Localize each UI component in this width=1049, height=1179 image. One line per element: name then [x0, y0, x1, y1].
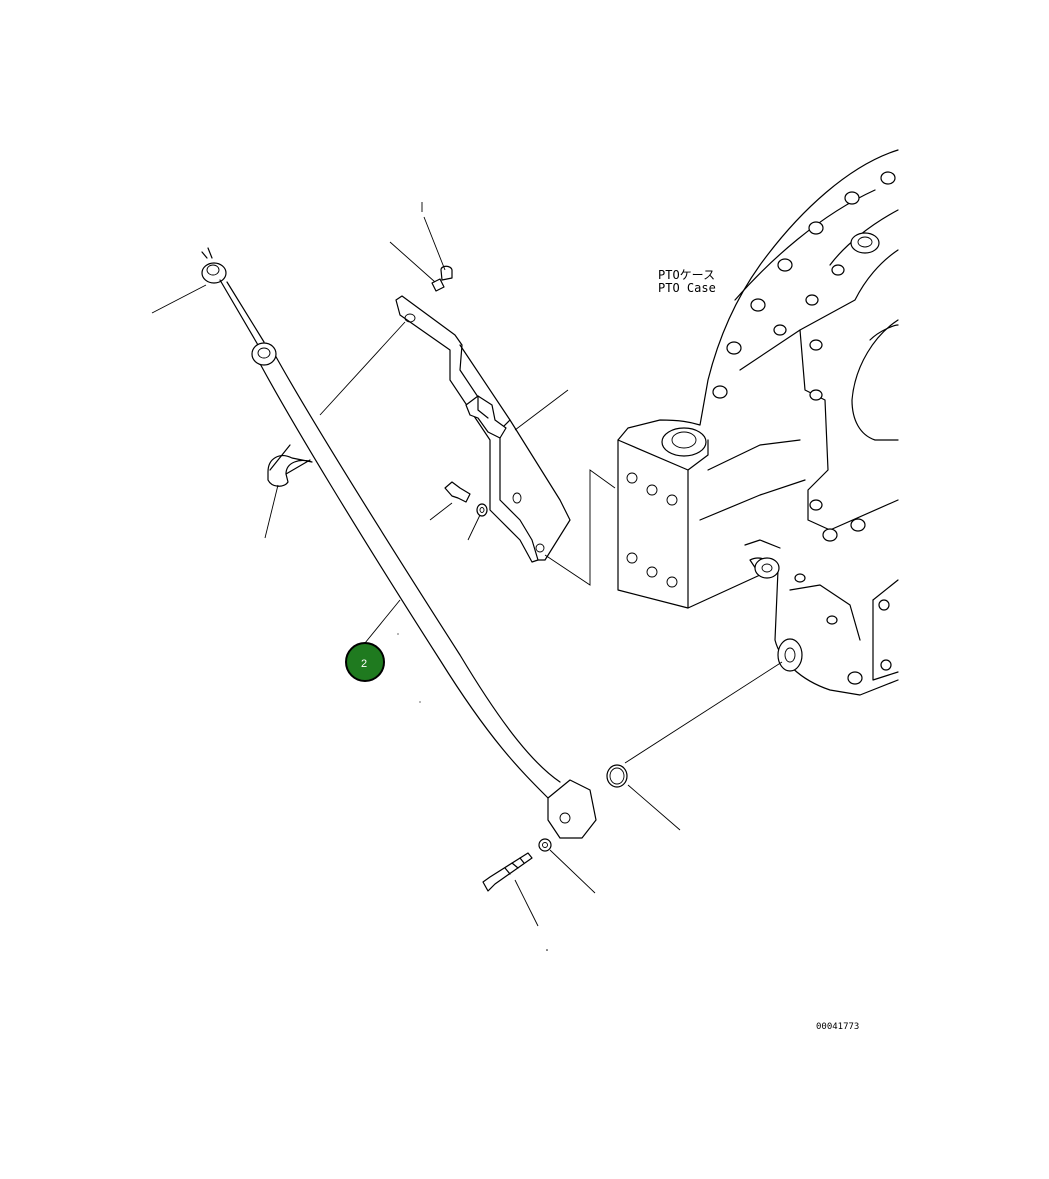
leader-lines	[151, 202, 783, 951]
callout-marker-2[interactable]: 2	[345, 642, 385, 682]
u-clamp	[267, 444, 313, 487]
bracket-bolt	[444, 481, 488, 517]
mounting-bracket	[395, 295, 571, 563]
drawing-number: 00041773	[816, 1022, 859, 1032]
pto-case-label-jp: PTOケース	[658, 268, 715, 282]
tube-bolt	[482, 838, 552, 892]
pto-case-housing	[617, 149, 899, 696]
pin-and-cap	[431, 265, 453, 292]
callout-number: 2	[361, 658, 367, 670]
dipstick-tube	[201, 247, 597, 839]
pto-case-label-en: PTO Case	[658, 281, 716, 295]
